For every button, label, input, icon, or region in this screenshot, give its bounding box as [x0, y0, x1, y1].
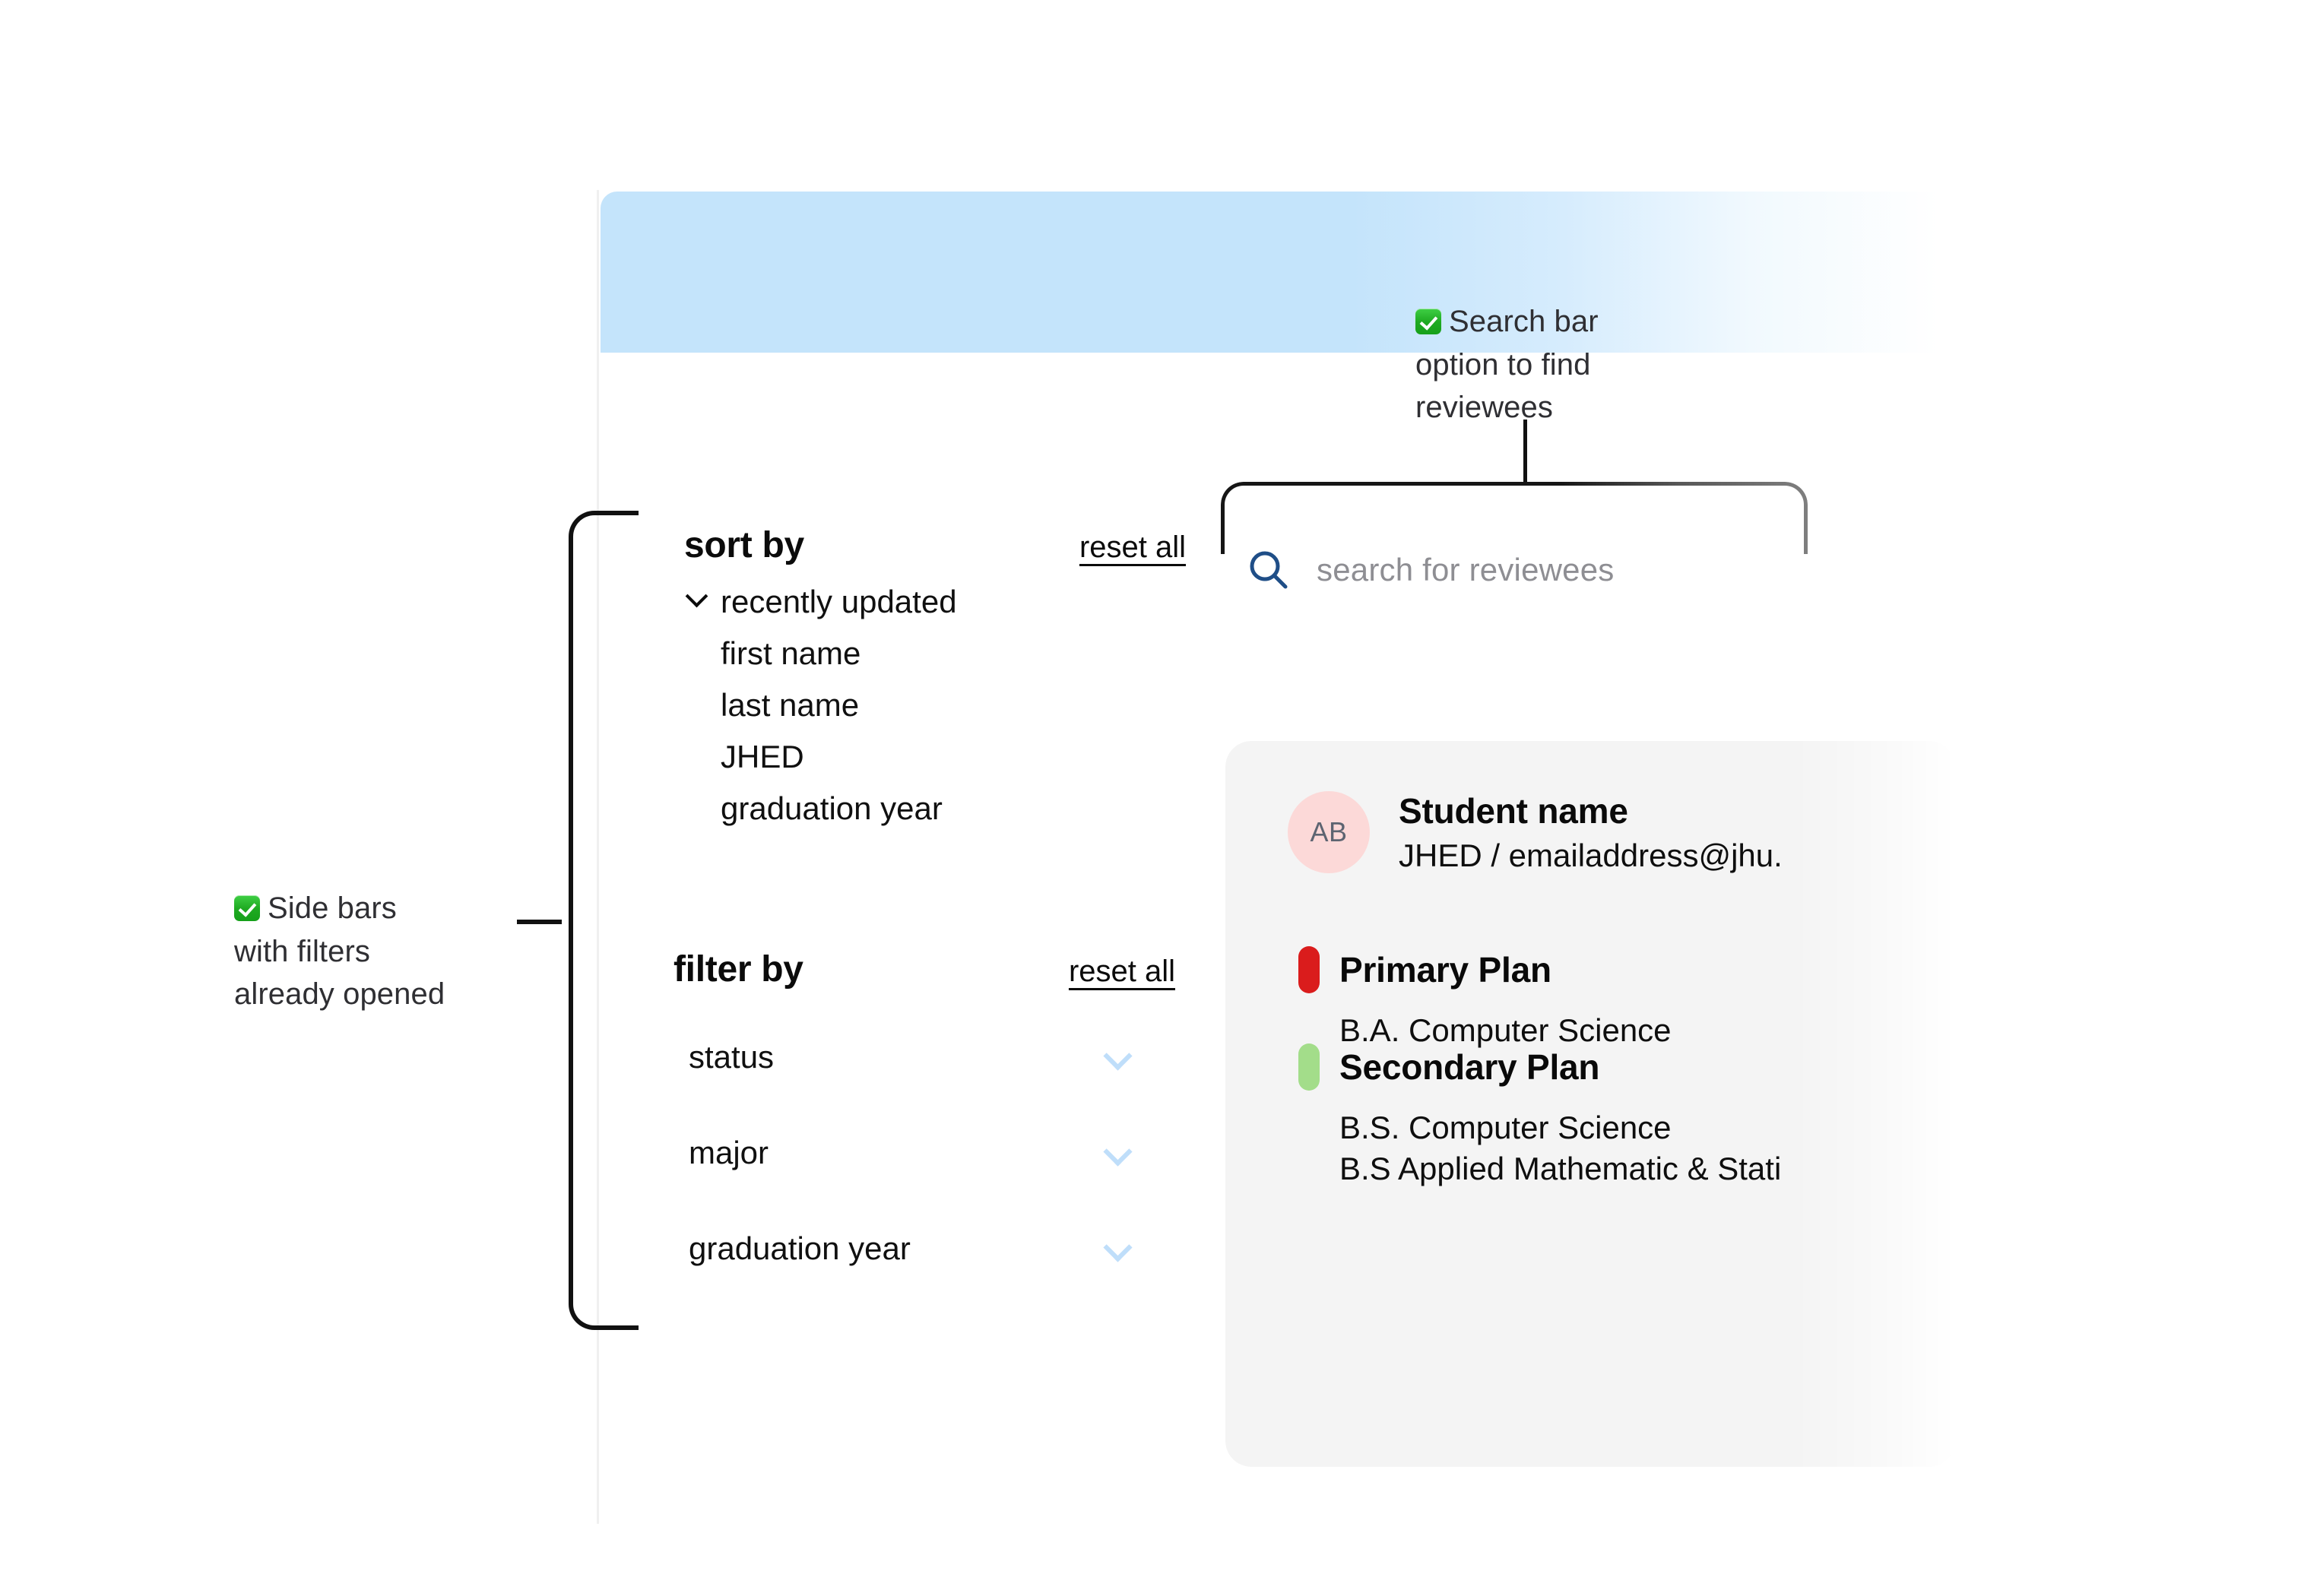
primary-plan-block: Primary Plan B.A. Computer Science: [1298, 946, 1672, 1051]
sort-options-list: recently updated first name last name JH…: [684, 586, 1186, 825]
secondary-plan-title: Secondary Plan: [1339, 1047, 1600, 1087]
sort-option-label: JHED: [721, 739, 804, 774]
annotation-sidebar: Side bars with filters already opened: [234, 844, 538, 1016]
magnifying-glass-icon: [1247, 548, 1291, 592]
sort-by-header: sort by reset all: [684, 524, 1186, 566]
white-check-mark-emoji-icon: [1415, 308, 1441, 334]
secondary-plan-list: B.S. Computer Science B.S Applied Mathem…: [1339, 1107, 1781, 1189]
plan-item: B.S Applied Mathematic & Stati: [1339, 1150, 1782, 1186]
sort-by-section: sort by reset all recently updated first…: [684, 524, 1186, 844]
connector-dash-sidebar: [517, 920, 562, 924]
primary-plan-list: B.A. Computer Science: [1339, 1010, 1672, 1051]
filter-row-label: major: [689, 1135, 769, 1170]
avatar: AB: [1288, 791, 1370, 873]
sort-by-title: sort by: [684, 525, 804, 565]
primary-plan-header: Primary Plan: [1298, 946, 1672, 993]
filter-reset-all-link[interactable]: reset all: [1068, 955, 1175, 988]
annotation-search-bar: Search bar option to find reviewees: [1415, 257, 1742, 429]
sort-option-graduation-year[interactable]: graduation year: [684, 793, 1186, 825]
app-header-band: [601, 192, 1938, 353]
sort-option-first-name[interactable]: first name: [684, 638, 1186, 670]
plan-item: B.S. Computer Science: [1339, 1110, 1672, 1145]
filter-row-label: status: [689, 1039, 775, 1075]
sort-option-last-name[interactable]: last name: [684, 689, 1186, 721]
panel-divider: [597, 190, 599, 1524]
connector-line-search: [1523, 420, 1527, 484]
sort-option-recently-updated[interactable]: recently updated: [684, 586, 1186, 618]
avatar-initials: AB: [1310, 816, 1348, 847]
callout-bracket-search: [1221, 482, 1808, 554]
secondary-plan-marker-icon: [1298, 1043, 1320, 1091]
secondary-plan-block: Secondary Plan B.S. Computer Science B.S…: [1298, 1043, 1781, 1189]
plan-item: B.A. Computer Science: [1339, 1012, 1672, 1048]
student-identity: AB Student name JHED / emailaddress@jhu.: [1288, 790, 1783, 874]
filter-row-status[interactable]: status: [673, 1033, 1175, 1081]
filter-rows-list: status major graduation year: [673, 1033, 1175, 1273]
student-identity-text: Student name JHED / emailaddress@jhu.: [1399, 790, 1783, 874]
filter-by-section: filter by reset all status major graduat…: [673, 948, 1175, 1320]
chevron-down-icon: [687, 588, 707, 608]
annotation-search-text: Search bar option to find reviewees: [1415, 304, 1599, 425]
sort-option-label: last name: [721, 687, 860, 723]
student-result-card[interactable]: AB Student name JHED / emailaddress@jhu.…: [1225, 741, 1955, 1467]
filter-row-graduation-year[interactable]: graduation year: [673, 1224, 1175, 1273]
sort-option-label: recently updated: [721, 584, 957, 619]
chevron-down-icon[interactable]: [1103, 1142, 1133, 1164]
search-input[interactable]: search for reviewees: [1317, 552, 1615, 587]
white-check-mark-emoji-icon: [234, 895, 260, 921]
sort-option-jhed[interactable]: JHED: [684, 741, 1186, 773]
student-contact: JHED / emailaddress@jhu.: [1399, 838, 1783, 873]
search-bar[interactable]: search for reviewees: [1247, 532, 1824, 608]
chevron-down-icon[interactable]: [1103, 1237, 1133, 1260]
chevron-down-icon[interactable]: [1103, 1046, 1133, 1069]
callout-bracket-sidebar: [569, 511, 639, 1330]
sort-option-label: graduation year: [721, 790, 943, 826]
primary-plan-title: Primary Plan: [1339, 950, 1551, 990]
filter-by-title: filter by: [673, 949, 803, 990]
secondary-plan-header: Secondary Plan: [1298, 1043, 1781, 1091]
filter-row-major[interactable]: major: [673, 1129, 1175, 1177]
sort-option-label: first name: [721, 635, 861, 671]
sort-reset-all-link[interactable]: reset all: [1079, 530, 1186, 564]
annotation-sidebar-text: Side bars with filters already opened: [234, 891, 445, 1012]
filter-row-label: graduation year: [689, 1230, 911, 1266]
student-name: Student name: [1399, 791, 1628, 831]
filter-by-header: filter by reset all: [673, 948, 1175, 990]
primary-plan-marker-icon: [1298, 946, 1320, 993]
